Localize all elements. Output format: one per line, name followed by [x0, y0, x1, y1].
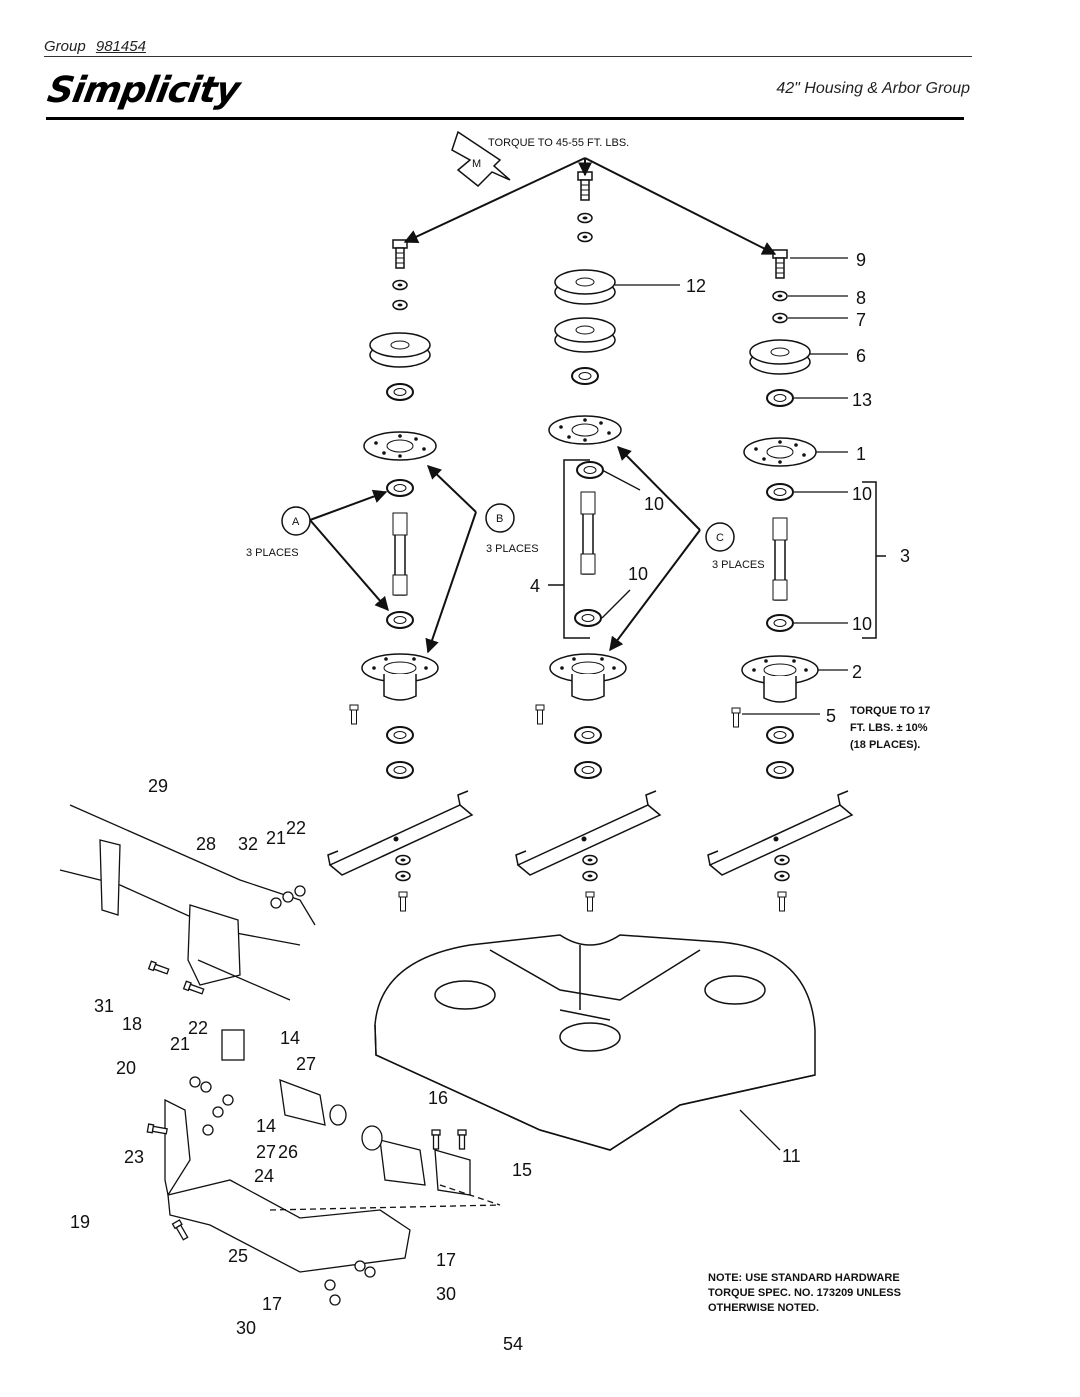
part-number: 13 — [852, 390, 872, 410]
part-number: 31 — [94, 996, 114, 1016]
part-number: 30 — [436, 1284, 456, 1304]
section-title: 42" Housing & Arbor Group — [776, 80, 970, 97]
part-number: 21 — [266, 828, 286, 848]
header-thick-rule — [46, 117, 964, 120]
torque-top-label: TORQUE TO 45-55 FT. LBS. — [488, 137, 629, 149]
marker-arrows — [309, 446, 701, 654]
part-number: 20 — [116, 1058, 136, 1078]
part-number: 22 — [188, 1018, 208, 1038]
part-number: 6 — [856, 346, 866, 366]
part-number: 30 — [236, 1318, 256, 1338]
part-number: 29 — [148, 776, 168, 796]
part-number: 14 — [256, 1116, 276, 1136]
torque-bolt-line-1: TORQUE TO 17 — [850, 705, 930, 717]
part-number: 10 — [852, 484, 872, 504]
part-number: 17 — [436, 1250, 456, 1270]
part-number: 16 — [428, 1088, 448, 1108]
marker-c-circle — [705, 522, 735, 552]
part-number: 10 — [628, 564, 648, 584]
part-number: 10 — [644, 494, 664, 514]
part-number: 4 — [530, 576, 540, 596]
marker-m-label: M — [472, 158, 481, 170]
spindle-assembly-right — [707, 249, 853, 912]
part-number: 19 — [70, 1212, 90, 1232]
part-number: 11 — [782, 1146, 801, 1166]
part-number: 18 — [122, 1014, 142, 1034]
marker-a-label: A — [292, 516, 300, 528]
spindle-assembly-left — [327, 239, 473, 912]
leader-lines — [601, 257, 848, 1151]
part-number: 24 — [254, 1166, 274, 1186]
marker-c-label: C — [716, 532, 724, 544]
part-number: 12 — [686, 276, 706, 296]
part-number-labels: 1 2 3 4 5 6 7 8 9 10 10 10 10 11 12 13 1… — [70, 250, 910, 1338]
part-number: 2 — [852, 662, 862, 682]
places-a-label: 3 PLACES — [246, 547, 299, 559]
front-hitch-assembly — [146, 1029, 501, 1306]
hardware-note: NOTE: USE STANDARD HARDWARE TORQUE SPEC.… — [708, 1271, 978, 1316]
page-number: 54 — [503, 1334, 524, 1354]
part-number: 8 — [856, 288, 866, 308]
torque-bolt-line-2: FT. LBS. ± 10% — [850, 722, 928, 734]
marker-b-label: B — [496, 513, 503, 525]
part-number: 17 — [262, 1294, 282, 1314]
part-number: 10 — [852, 614, 872, 634]
marker-b-circle — [485, 503, 515, 533]
part-number: 9 — [856, 250, 866, 270]
part-number: 3 — [900, 546, 910, 566]
spindle-assembly-center — [515, 171, 661, 912]
part-number: 23 — [124, 1147, 144, 1167]
part-number: 21 — [170, 1034, 190, 1054]
part-number: 5 — [826, 706, 836, 726]
torque-bolt-line-3: (18 PLACES). — [850, 739, 920, 751]
part-number: 26 — [278, 1142, 298, 1162]
group-prefix: Group — [44, 38, 86, 55]
m-marker-icon — [451, 130, 511, 188]
torque-arrows — [403, 157, 777, 255]
note-line-2: TORQUE SPEC. NO. 173209 UNLESS — [708, 1287, 901, 1299]
note-line-1: NOTE: USE STANDARD HARDWARE — [708, 1272, 900, 1284]
part-number: 27 — [296, 1054, 316, 1074]
part-number: 7 — [856, 310, 866, 330]
note-line-3: OTHERWISE NOTED. — [708, 1302, 820, 1314]
group-number: 981454 — [95, 38, 146, 55]
part-number: 1 — [856, 444, 866, 464]
header-rule — [44, 56, 972, 57]
bracket-lines — [548, 459, 886, 639]
part-number: 27 — [256, 1142, 276, 1162]
group-label: Group 981454 — [44, 38, 146, 55]
part-number: 32 — [238, 834, 258, 854]
part-number: 28 — [196, 834, 216, 854]
part-number: 15 — [512, 1160, 532, 1180]
part-number: 25 — [228, 1246, 248, 1266]
mower-deck-housing — [374, 934, 816, 1151]
frame-bracket-assembly — [59, 804, 316, 1001]
part-number: 14 — [280, 1028, 300, 1048]
places-c-label: 3 PLACES — [712, 559, 765, 571]
part-number: 22 — [286, 818, 306, 838]
places-b-label: 3 PLACES — [486, 543, 539, 555]
